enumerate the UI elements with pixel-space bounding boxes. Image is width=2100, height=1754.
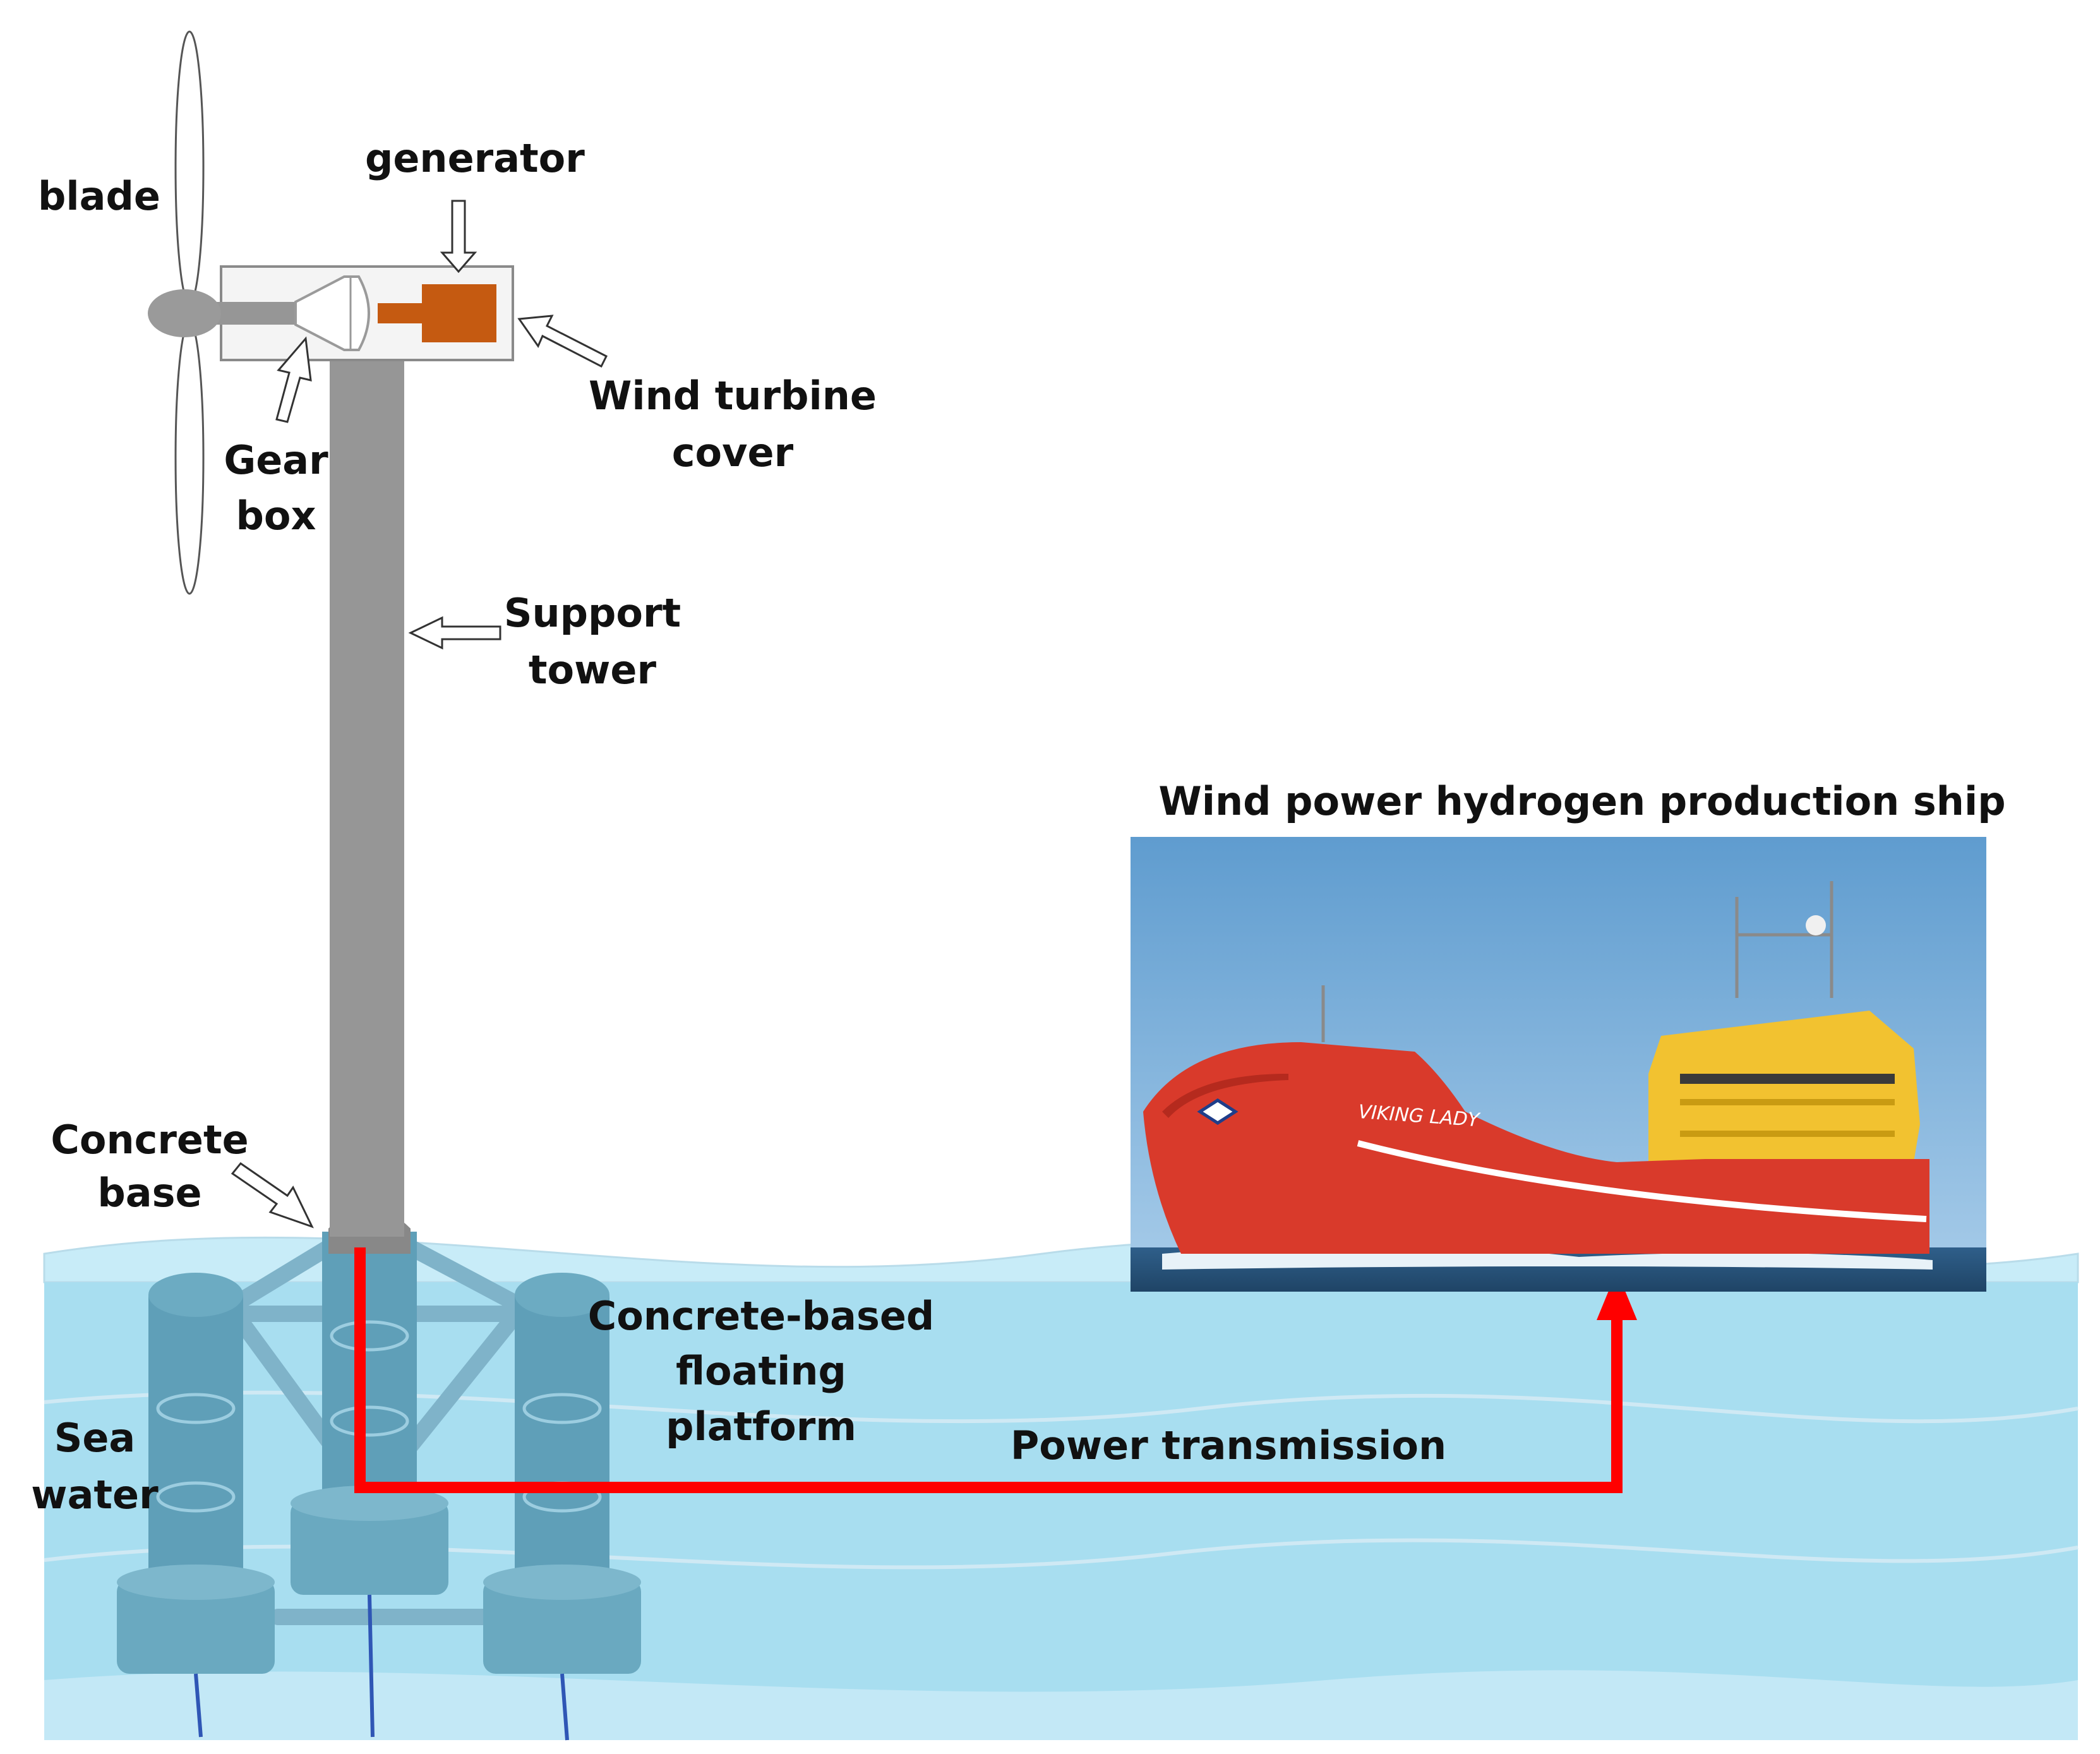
- ship-image: VIKING LADY: [1131, 837, 1986, 1292]
- blade-upper: [174, 30, 205, 304]
- platform-column-center: [322, 1232, 417, 1503]
- platform-label-2: floating: [676, 1348, 846, 1394]
- mooring-lines: [194, 1594, 569, 1741]
- platform-pontoon-center: [291, 1500, 448, 1595]
- sea-water-label-2: water: [31, 1472, 159, 1518]
- hub: [148, 289, 221, 337]
- wind-turbine-cover-label-2: cover: [672, 429, 794, 476]
- nacelle: [208, 265, 514, 361]
- sea-water-label-1: Sea: [54, 1415, 136, 1461]
- generator: [422, 284, 496, 342]
- support-tower-label-1: Support: [504, 590, 681, 636]
- floating-platform: [117, 1232, 641, 1741]
- gearbox-arrow: [275, 336, 312, 423]
- platform-column-left: [148, 1295, 243, 1579]
- cover-arrow: [517, 315, 608, 368]
- callout-arrows: [231, 200, 608, 1228]
- concrete-base-label-2: base: [97, 1170, 201, 1216]
- main-shaft: [208, 302, 297, 325]
- concrete-base-label-1: Concrete: [51, 1117, 248, 1163]
- support-tower: [330, 359, 404, 1237]
- gear-box-label-1: Gear: [224, 437, 328, 483]
- blade-lower: [174, 321, 205, 595]
- ship-hull: [1143, 1042, 1929, 1254]
- concrete-base-arrow: [231, 1162, 314, 1228]
- platform-pontoon-left: [117, 1579, 275, 1674]
- platform-label-1: Concrete-based: [588, 1293, 935, 1339]
- generator-arrow: [440, 200, 477, 273]
- rotor: [148, 30, 221, 595]
- support-tower-arrow: [408, 616, 501, 650]
- wind-turbine-cover-label-1: Wind turbine: [589, 373, 877, 419]
- sea-bottom-band: [44, 1670, 2078, 1740]
- platform-pontoon-right: [483, 1579, 641, 1674]
- ship-title: Wind power hydrogen production ship: [1158, 778, 2005, 824]
- platform-label-3: platform: [666, 1403, 856, 1450]
- generator-label: generator: [365, 135, 585, 181]
- gear-box-label-2: box: [236, 493, 316, 539]
- power-arrow-head: [1597, 1271, 1637, 1320]
- power-transmission-label: Power transmission: [1011, 1422, 1446, 1469]
- support-tower-label-2: tower: [529, 647, 657, 693]
- power-transmission-line: [354, 1247, 1637, 1493]
- platform-column-right: [515, 1295, 609, 1579]
- blade-label: blade: [38, 173, 160, 219]
- labels: blade generator Wind turbine cover Gear …: [31, 135, 2005, 1518]
- generator-shaft: [378, 303, 422, 323]
